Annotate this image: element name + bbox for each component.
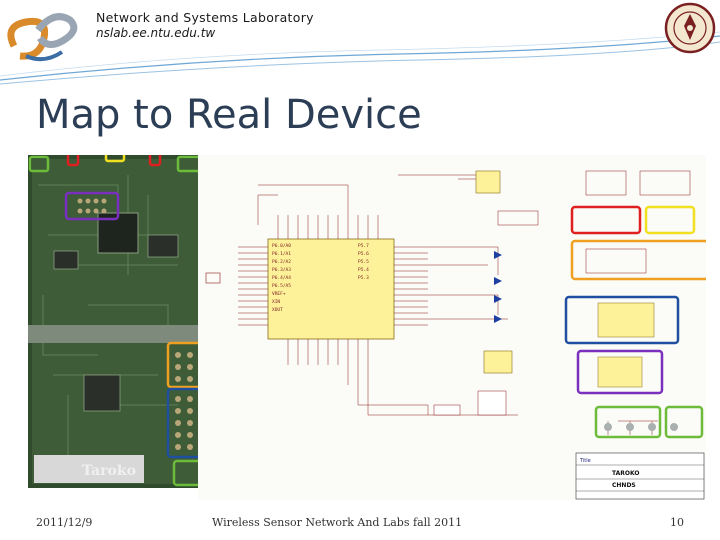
mcu-symbol [267, 238, 395, 340]
pcb-highlight-green-topleft [28, 155, 50, 173]
svg-text:P6.4/A4: P6.4/A4 [272, 275, 291, 281]
svg-text:P5.4: P5.4 [358, 267, 369, 273]
pcb-highlight-red-2 [148, 155, 162, 167]
schematic-title-block [575, 452, 705, 500]
svg-text:XOUT: XOUT [272, 307, 283, 313]
svg-text:P5.5: P5.5 [358, 259, 369, 265]
svg-text:VREF+: VREF+ [272, 291, 286, 297]
svg-text:P6.2/A2: P6.2/A2 [272, 259, 291, 265]
footer-page-number: 10 [670, 516, 684, 529]
pcb-silkscreen: Taroko [82, 463, 136, 479]
svg-text:P5.6: P5.6 [358, 251, 369, 257]
schematic-highlight-purple [576, 349, 664, 395]
schematic-highlight-yellow [644, 205, 696, 235]
footer-date: 2011/12/9 [36, 516, 93, 529]
schematic-highlight-green-2 [664, 405, 704, 439]
schematic-highlight-orange [570, 239, 706, 281]
svg-text:P6.0/A0: P6.0/A0 [272, 243, 291, 249]
pcb-highlight-red-1 [66, 155, 80, 167]
nslab-logo [7, 13, 78, 62]
schematic-highlight-red [570, 205, 642, 235]
schematic-highlight-green-1 [594, 405, 662, 439]
svg-text:P6.5/A5: P6.5/A5 [272, 283, 291, 289]
svg-text:P6.3/A3: P6.3/A3 [272, 267, 291, 273]
title-block-title: TAROKO [612, 470, 639, 477]
svg-text:XIN: XIN [272, 299, 280, 305]
footer-course: Wireless Sensor Network And Labs fall 20… [212, 516, 463, 529]
lab-name: Network and Systems Laboratory [96, 10, 314, 25]
schematic-highlight-blue [564, 295, 680, 345]
svg-text:P5.7: P5.7 [358, 243, 369, 249]
slide-title: Map to Real Device [36, 92, 422, 138]
pcb-highlight-yellow [104, 155, 126, 163]
title-block-label: Title [579, 458, 591, 464]
lab-url: nslab.ee.ntu.edu.tw [96, 26, 216, 40]
title-block-org: CHNDS [612, 482, 636, 489]
schematic-diagram: P6.0/A0 P6.1/A1 P6.2/A2 P6.3/A3 P6.4/A4 … [198, 155, 706, 500]
university-seal [664, 2, 716, 54]
header-swoosh [0, 31, 720, 85]
pcb-highlight-purple [64, 191, 120, 221]
svg-text:P5.3: P5.3 [358, 275, 369, 281]
svg-text:P6.1/A1: P6.1/A1 [272, 251, 291, 257]
pcb-photo: Taroko [28, 155, 206, 488]
